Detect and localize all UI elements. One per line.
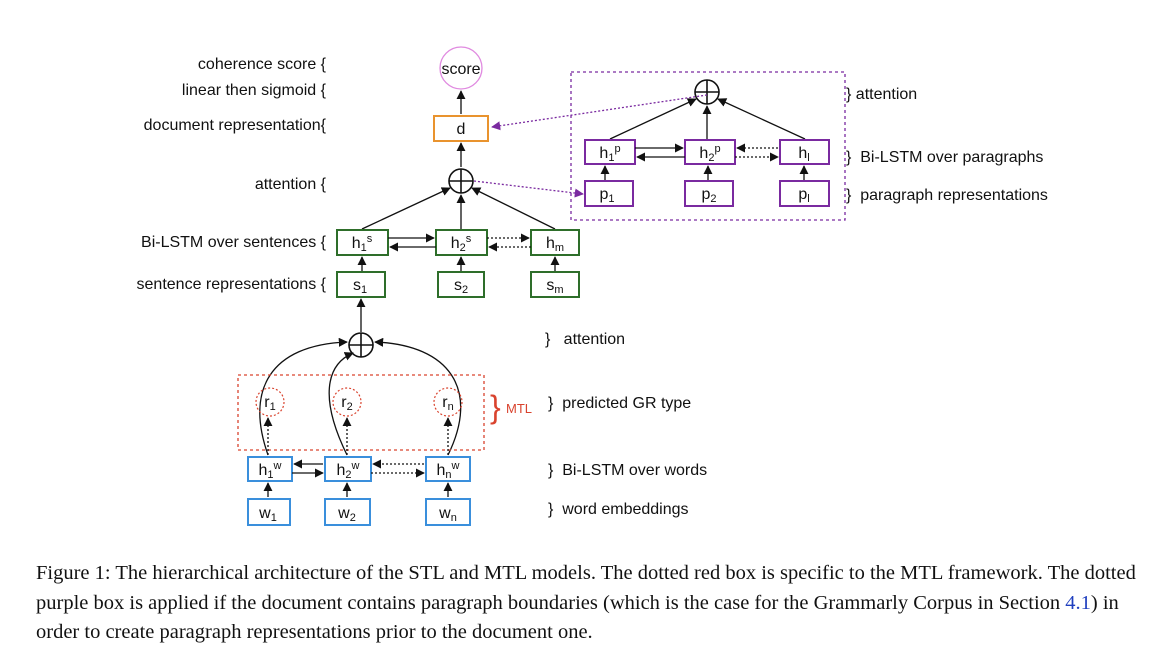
paragraph-attention-node	[694, 79, 720, 105]
caption-text-part1: Figure 1: The hierarchical architecture …	[36, 562, 1136, 614]
h1p-node	[584, 139, 636, 165]
s2-node	[437, 271, 485, 298]
document-attention-node	[448, 168, 474, 194]
label-coherence-score: coherence score {	[198, 56, 327, 73]
h2w-node	[324, 456, 372, 482]
h1s-node	[336, 229, 389, 256]
score-label: score	[441, 61, 480, 78]
mtl-box	[237, 374, 485, 451]
h2s-node	[435, 229, 488, 256]
hl-label: hl	[798, 145, 809, 164]
score-node	[439, 46, 483, 90]
p2-node	[684, 180, 734, 207]
mtl-label: MTL	[506, 401, 532, 416]
wn-node	[425, 498, 471, 526]
r2-label: r2	[341, 394, 352, 413]
label-linear-sigmoid: linear then sigmoid {	[182, 82, 327, 99]
label-document-representation: document representation{	[144, 117, 327, 134]
w1-node	[247, 498, 291, 526]
d-label: d	[457, 121, 466, 138]
label-bilstm-sentences: Bi-LSTM over sentences {	[141, 234, 327, 251]
label-paragraph-representations: } paragraph representations	[846, 187, 1048, 204]
h2p-node	[684, 139, 736, 165]
paragraph-to-document-arrow	[491, 94, 708, 131]
hl-node	[779, 139, 830, 165]
label-sentence-representations: sentence representations {	[137, 276, 327, 293]
hnw-node	[425, 456, 471, 482]
s1-node	[336, 271, 386, 298]
label-predicted-gr-type: } predicted GR type	[548, 395, 691, 412]
pl-label: pl	[798, 186, 809, 205]
label-word-embeddings: } word embeddings	[548, 501, 689, 518]
label-bilstm-words: } Bi-LSTM over words	[548, 462, 707, 479]
sentence-attention-node	[348, 332, 374, 358]
label-attention-sentence: } attention	[545, 331, 625, 348]
paragraph-box	[570, 71, 846, 221]
r2-node	[332, 387, 362, 417]
rn-label: rn	[442, 394, 453, 413]
sentence-attention-to-paragraph-arrow	[473, 180, 584, 198]
pl-node	[779, 180, 830, 207]
r1-label: r1	[264, 394, 275, 413]
label-attention-paragraph: } attention	[846, 86, 917, 103]
h1w-node	[247, 456, 293, 482]
p1-node	[584, 180, 634, 207]
mtl-brace: }	[490, 389, 501, 425]
caption-section-link[interactable]: 4.1	[1065, 591, 1091, 614]
hm-node	[530, 229, 580, 256]
document-representation-node	[433, 115, 489, 142]
rn-node	[433, 387, 463, 417]
sm-node	[530, 271, 580, 298]
caption-text-part2: ) in order to create paragraph represent…	[36, 591, 1119, 644]
w2-node	[324, 498, 371, 526]
r1-node	[255, 387, 285, 417]
figure-caption: Figure 1: The hierarchical architecture …	[36, 559, 1146, 648]
label-attention-document: attention {	[255, 176, 327, 193]
label-bilstm-paragraphs: } Bi-LSTM over paragraphs	[846, 149, 1043, 166]
